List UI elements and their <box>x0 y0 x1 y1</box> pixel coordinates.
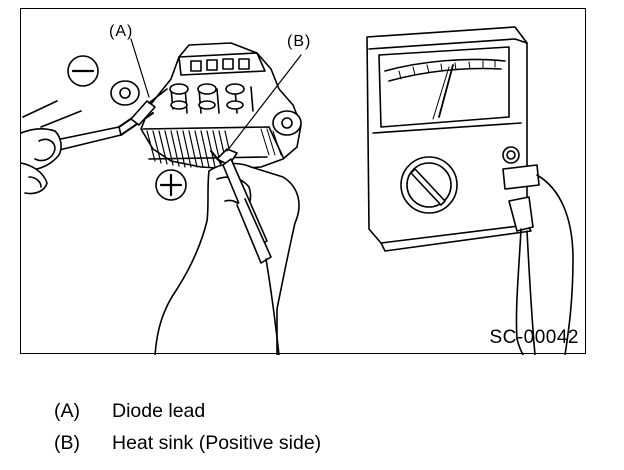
minus-symbol-icon <box>67 55 99 87</box>
figure-code: SC-00042 <box>489 327 579 348</box>
legend-row-b: (B) Heat sink (Positive side) <box>54 427 321 459</box>
rectifier-assembly <box>110 42 302 170</box>
callout-label-a: (A) <box>109 23 134 40</box>
minus-probe-left-hand <box>21 88 168 195</box>
legend-key: (A) <box>54 400 80 422</box>
legend: (A) Diode lead (B) Heat sink (Positive s… <box>54 395 321 459</box>
legend-key: (B) <box>54 432 80 454</box>
multimeter <box>366 26 574 355</box>
illustration-frame: (A) (B) SC-00042 <box>20 8 586 355</box>
leader-line-a <box>130 38 150 98</box>
legend-text: Heat sink (Positive side) <box>112 432 322 454</box>
diode-test-illustration <box>21 26 574 355</box>
plus-probe-right-hand <box>154 148 300 355</box>
legend-text: Diode lead <box>112 400 206 422</box>
plus-symbol-icon <box>155 169 187 201</box>
leader-line-b <box>226 54 302 152</box>
callout-label-b: (B) <box>287 33 312 50</box>
legend-row-a: (A) Diode lead <box>54 395 321 427</box>
